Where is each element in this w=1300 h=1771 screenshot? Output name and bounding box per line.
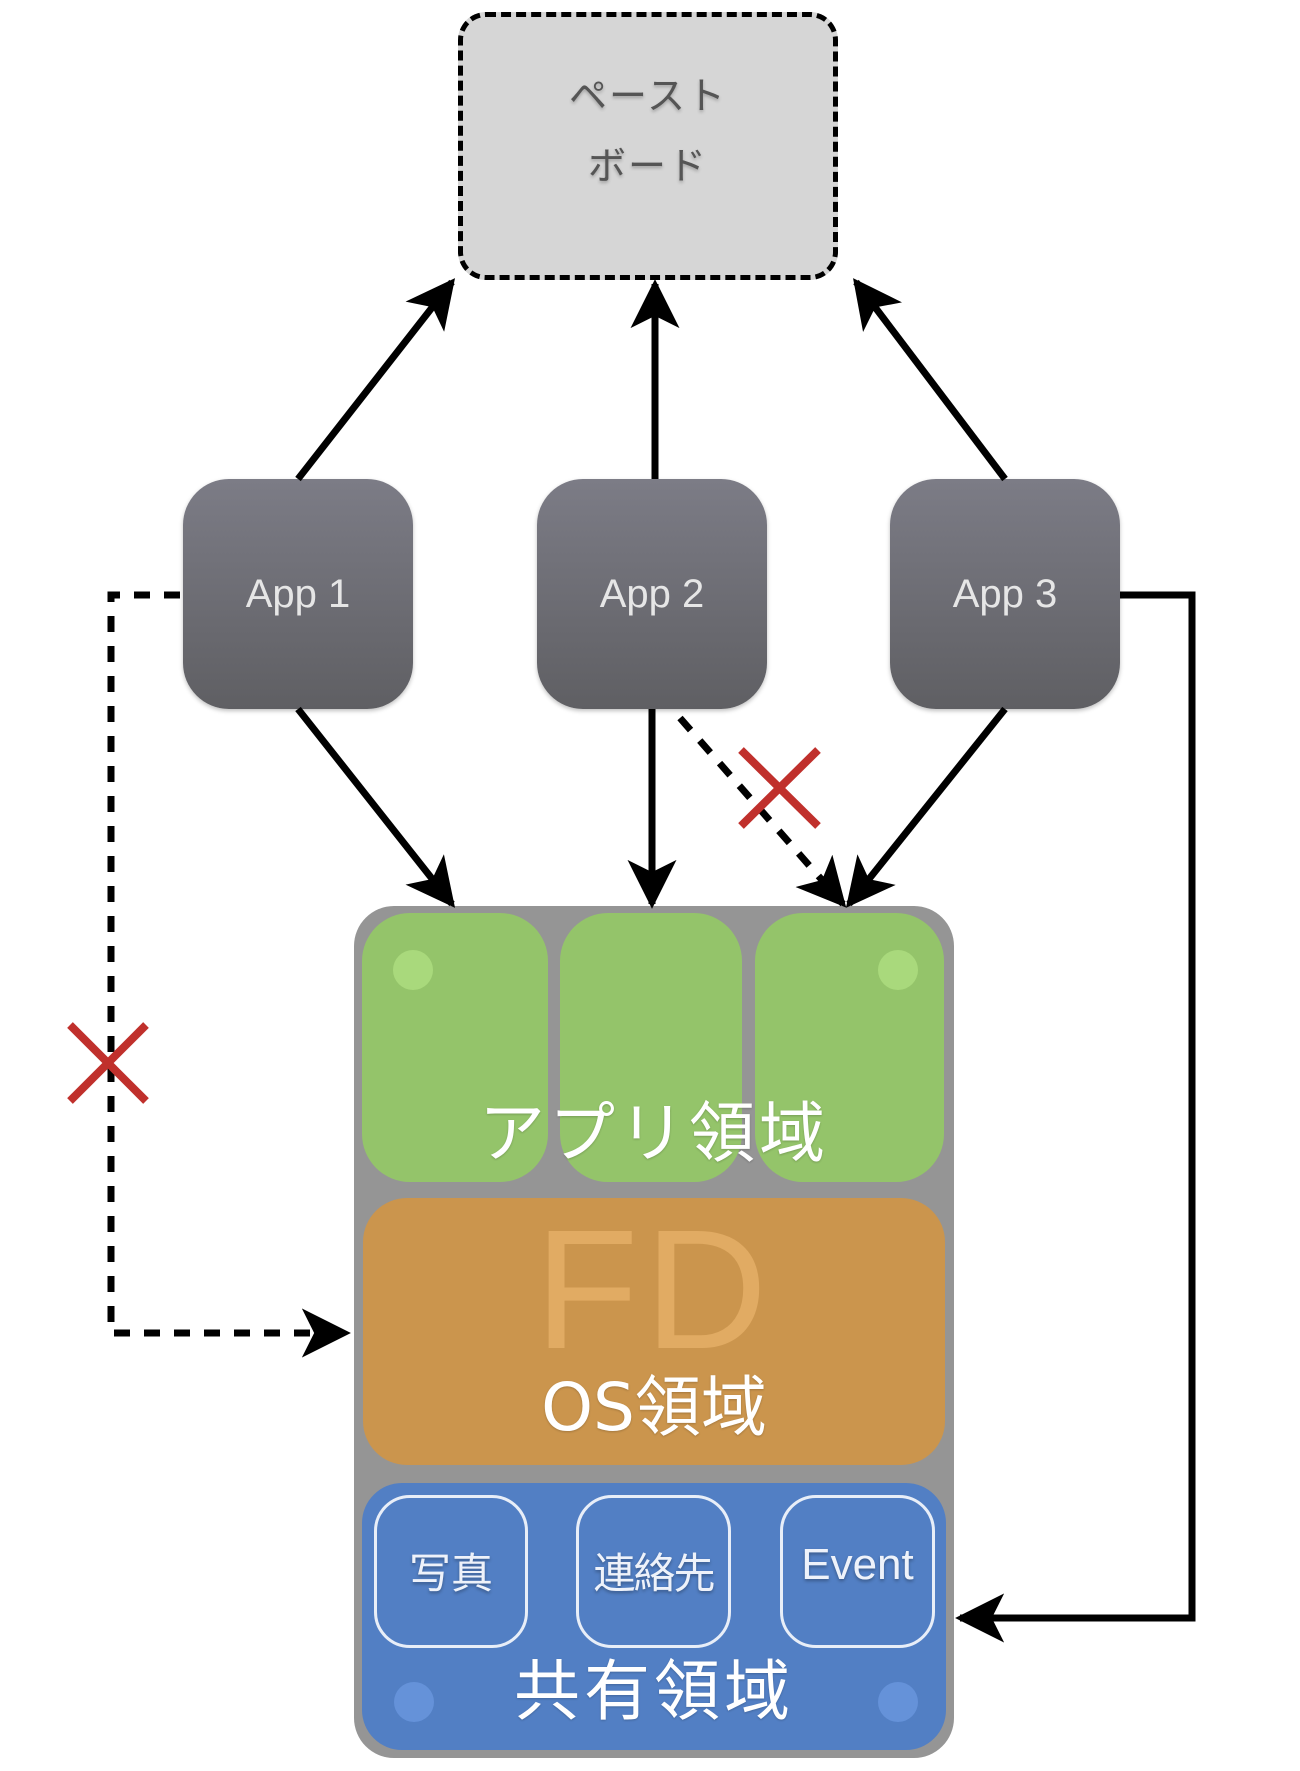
pasteboard-label-line1: ペースト (568, 74, 728, 118)
app-3-box: App 3 (890, 479, 1120, 709)
app-1-box: App 1 (183, 479, 413, 709)
app-area-cell-2 (560, 913, 742, 1182)
shared-item-event-label: Event (801, 1540, 914, 1589)
pasteboard-label-line2: ボード (587, 144, 708, 188)
fd-label: FD (534, 1195, 774, 1385)
arrow-app3-to-pasteboard (853, 278, 1008, 482)
shared-item-contacts-label: 連絡先 (593, 1549, 715, 1598)
app-area-cell-1 (362, 913, 548, 1182)
arrow-app1-to-pasteboard (295, 278, 456, 482)
arrow-app3-to-app-area (845, 706, 1008, 908)
shared-area-dot-left (394, 1682, 434, 1722)
shared-item-photos-label: 写真 (408, 1549, 493, 1598)
app-2-label: App 2 (599, 571, 705, 616)
shared-area-label: 共有領域 (514, 1653, 794, 1730)
app-1-label: App 1 (245, 571, 351, 616)
app-area-dot-left (393, 950, 433, 990)
app-area-label: アプリ領域 (479, 1095, 829, 1172)
arrow-app1-to-app-area (295, 706, 456, 908)
arrow-app3-to-shared-area (955, 591, 1196, 1643)
os-area (363, 1198, 945, 1465)
shared-item-photos: 写真 (374, 1495, 528, 1648)
os-area-label: OS領域 (541, 1369, 767, 1446)
shared-item-contacts: 連絡先 (576, 1495, 731, 1648)
deny-mark-app1-cross (67, 1022, 149, 1104)
shared-item-event: Event (780, 1495, 935, 1648)
app-2-box: App 2 (537, 479, 767, 709)
arrow-app2-to-app3-area-denied (677, 715, 847, 908)
pasteboard-box: ペースト ボード (458, 12, 838, 280)
shared-area (362, 1483, 946, 1750)
shared-area-dot-right (878, 1682, 918, 1722)
app-area-dot-right (878, 950, 918, 990)
deny-mark-app2-cross (738, 747, 821, 829)
app-3-label: App 3 (952, 571, 1058, 616)
